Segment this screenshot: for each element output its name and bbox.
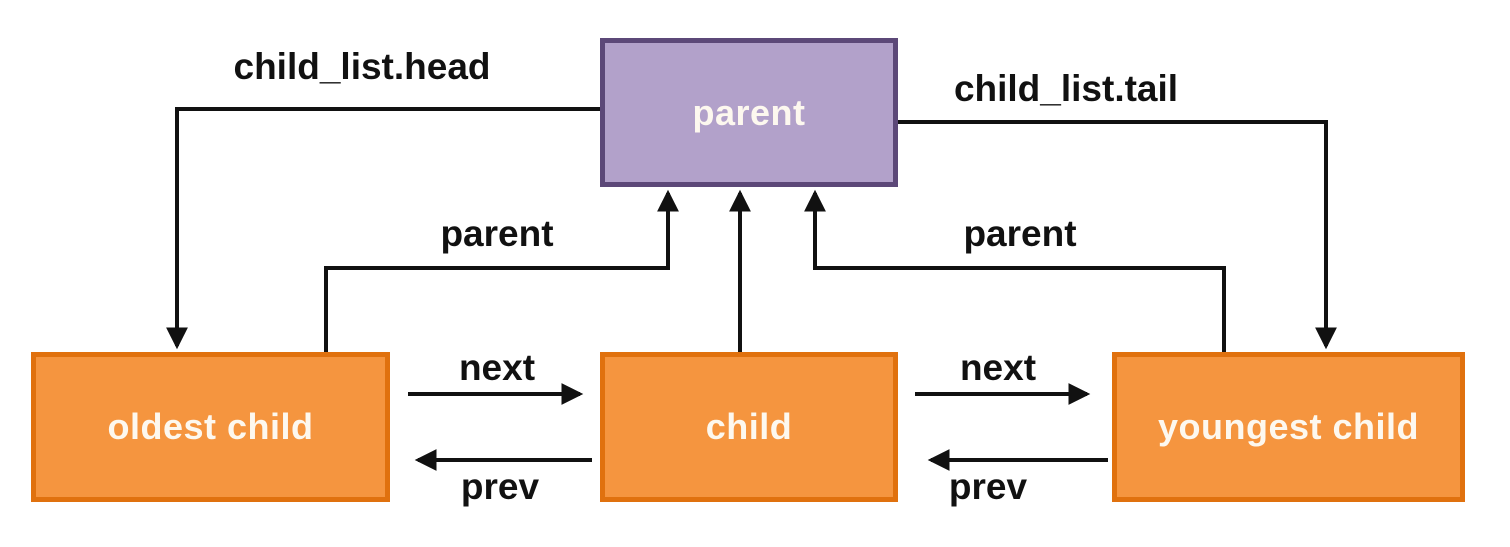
node-youngest-child-label: youngest child <box>1157 406 1420 447</box>
node-parent-label: parent <box>692 91 806 133</box>
edge-label-child-list-tail: child_list.tail <box>953 68 1179 109</box>
node-parent: parent <box>600 38 898 187</box>
node-youngest-child: youngest child <box>1112 352 1465 502</box>
node-oldest-child-label: oldest child <box>107 406 314 447</box>
edge-label-prev-left: prev <box>460 466 540 507</box>
edge-label-prev-right: prev <box>948 466 1028 507</box>
node-child: child <box>600 352 898 502</box>
edge-label-next-right: next <box>959 347 1037 388</box>
edge-label-next-left: next <box>458 347 536 388</box>
edge-child-list-tail-arrow <box>897 120 1337 350</box>
node-child-label: child <box>705 406 793 447</box>
edge-label-parent-left: parent <box>440 213 554 254</box>
edge-label-child-list-head: child_list.head <box>233 46 491 87</box>
edge-label-parent-right: parent <box>963 213 1077 254</box>
node-oldest-child: oldest child <box>31 352 390 502</box>
